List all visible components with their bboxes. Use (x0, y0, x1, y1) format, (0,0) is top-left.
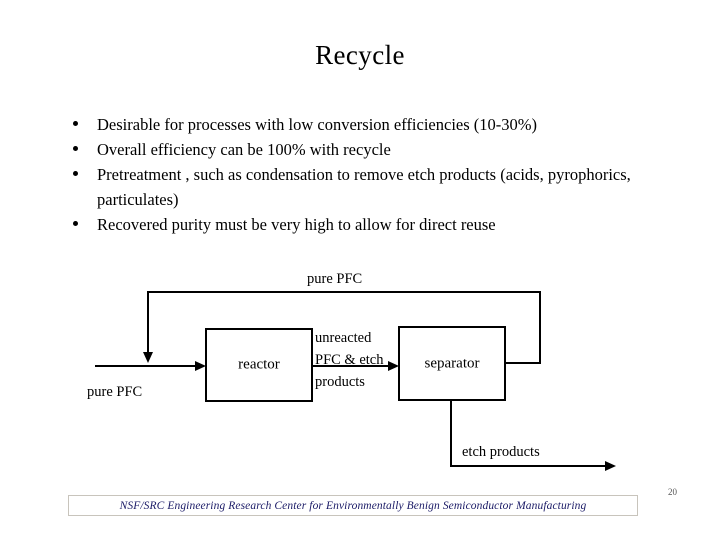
feed-line (95, 365, 201, 367)
arrow-right-icon (605, 461, 616, 471)
bullet-list: Desirable for processes with low convers… (68, 112, 658, 237)
bullet-dot-icon (73, 171, 78, 176)
stream-label-separator-outlet: etch products (462, 444, 540, 460)
stream-label-feed-left: pure PFC (87, 384, 143, 400)
list-item: Overall efficiency can be 100% with recy… (68, 137, 658, 162)
list-item-text: Pretreatment , such as condensation to r… (97, 165, 631, 209)
list-item: Pretreatment , such as condensation to r… (68, 162, 658, 212)
recycle-line-separator-outlet (504, 362, 541, 364)
bullet-dot-icon (73, 221, 78, 226)
page-title: Recycle (315, 40, 405, 70)
recycle-line-top (147, 291, 541, 293)
arrow-right-icon (388, 361, 399, 371)
diagram-box-separator-label: separator (424, 355, 480, 371)
list-item: Desirable for processes with low convers… (68, 112, 658, 137)
bullet-dot-icon (73, 121, 78, 126)
list-item-text: Recovered purity must be very high to al… (97, 215, 496, 234)
diagram-box-reactor-label: reactor (238, 356, 280, 373)
separator-outlet-horizontal (450, 465, 610, 467)
arrow-down-icon (143, 352, 153, 363)
diagram-box-separator[interactable]: separator (398, 326, 506, 401)
recycle-line-left-vertical (147, 291, 149, 355)
list-item-text: Desirable for processes with low convers… (97, 115, 538, 134)
list-item: Recovered purity must be very high to al… (68, 212, 658, 237)
list-item-text: Overall efficiency can be 100% with recy… (97, 140, 391, 159)
diagram-box-reactor[interactable]: reactor (205, 328, 313, 402)
arrow-right-icon (195, 361, 206, 371)
footer-text: NSF/SRC Engineering Research Center for … (119, 499, 587, 512)
bullet-dot-icon (73, 146, 78, 151)
page-number: 20 (668, 487, 677, 497)
footer-band: NSF/SRC Engineering Research Center for … (68, 495, 638, 516)
reactor-to-separator-line (313, 365, 396, 367)
separator-outlet-vertical (450, 400, 452, 467)
stream-label-recycle-top: pure PFC (307, 271, 363, 287)
stream-label-reactor-to-separator: unreacted PFC & etch products (315, 330, 384, 390)
recycle-line-right-vertical (539, 291, 541, 364)
